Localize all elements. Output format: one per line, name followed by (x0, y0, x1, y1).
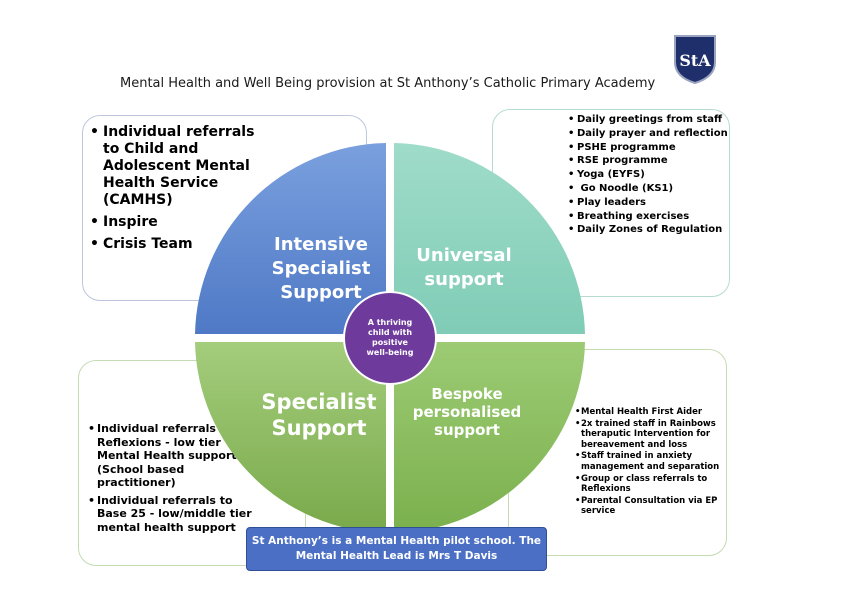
quadrant-universal (394, 143, 585, 334)
list-item: Individual referrals to Base 25 - low/mi… (88, 494, 252, 535)
list-item: Daily prayer and reflection (568, 127, 728, 141)
school-crest-logo: StA (674, 35, 716, 84)
quadrant-specialist (195, 342, 386, 533)
list-item: Crisis Team (90, 236, 263, 253)
quadrant-bespoke (394, 342, 585, 533)
list-item: Yoga (EYFS) (568, 168, 728, 182)
quadrant-label-specialist: Specialist Support (261, 390, 377, 440)
specialist-support-list: Individual referrals to Reflexions - low… (88, 422, 252, 538)
center-circle (343, 291, 437, 385)
quadrant-label-intensive: Intensive Specialist Support (271, 234, 371, 303)
list-item: Individual referrals to Reflexions - low… (88, 422, 252, 490)
mental-health-pilot-banner: St Anthony’s is a Mental Health pilot sc… (246, 527, 547, 571)
quadrant-intensive (195, 143, 386, 334)
list-item: Staff trained in anxiety management and … (575, 451, 726, 472)
quadrant-label-bespoke: Bespoke personalised support (412, 385, 522, 439)
list-item: PSHE programme (568, 141, 728, 155)
list-item: Group or class referrals to Reflexions (575, 474, 726, 495)
quadrant-label-universal: Universal support (416, 245, 512, 290)
list-item: Inspire (90, 214, 263, 231)
list-item: Individual referrals to Child and Adoles… (90, 124, 263, 209)
list-item: Mental Health First Aider (575, 407, 726, 418)
list-item: Go Noodle (KS1) (568, 182, 728, 196)
center-label: A thriving child with positive well-bein… (366, 318, 414, 357)
page-title: Mental Health and Well Being provision a… (120, 76, 656, 91)
list-item: Daily Zones of Regulation (568, 223, 728, 237)
list-item: RSE programme (568, 154, 728, 168)
list-item: Parental Consultation via EP service (575, 496, 726, 517)
list-item: Breathing exercises (568, 210, 728, 224)
list-item: Daily greetings from staff (568, 113, 728, 127)
crest-text: StA (679, 51, 711, 70)
intensive-support-list: Individual referrals to Child and Adoles… (90, 124, 263, 258)
bespoke-support-list: Mental Health First Aider 2x trained sta… (575, 407, 726, 518)
list-item: 2x trained staff in Rainbows theraputic … (575, 419, 726, 451)
universal-support-list: Daily greetings from staff Daily prayer … (568, 113, 728, 237)
list-item: Play leaders (568, 196, 728, 210)
